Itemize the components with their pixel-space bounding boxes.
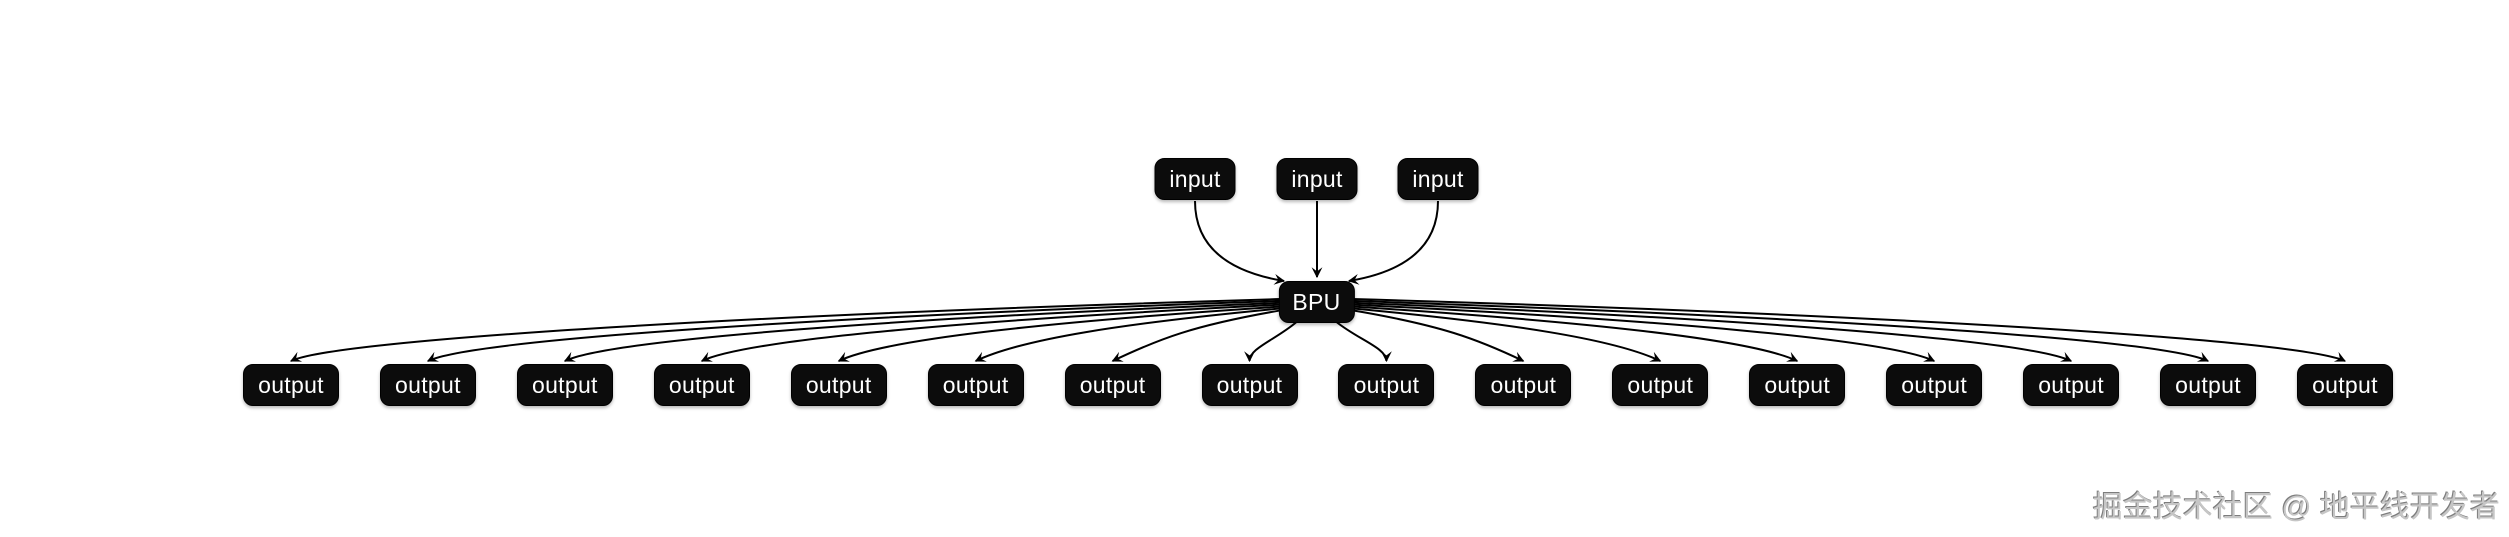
edge-bpu-to-output1 [290,298,1282,362]
edge-bpu-to-output15 [1351,299,2209,362]
output-node-16: output [2296,364,2393,406]
output-node-13: output [1886,364,1983,406]
output-node-10: output [1475,364,1572,406]
output-node-4: output [653,364,750,406]
bpu-node: BPU [1278,281,1355,323]
edge-bpu-to-output5 [837,305,1282,362]
output-node-7: output [1064,364,1161,406]
edge-bpu-to-output4 [700,303,1282,362]
edge-bpu-to-output11 [1351,307,1662,362]
edge-bpu-to-output6 [974,307,1282,362]
output-node-5: output [790,364,887,406]
edge-bpu-to-output3 [563,301,1282,362]
edge-bpu-to-output2 [426,299,1282,362]
output-node-14: output [2023,364,2120,406]
output-node-12: output [1749,364,1846,406]
edge-bpu-to-output8 [1244,321,1298,363]
edge-bpu-to-output14 [1351,301,2073,362]
edge-bpu-to-output10 [1351,309,1525,362]
output-node-2: output [379,364,476,406]
edge-bpu-to-output12 [1351,305,1799,362]
output-node-11: output [1612,364,1709,406]
edge-bpu-to-output9 [1335,321,1392,363]
output-node-6: output [927,364,1024,406]
input-node-1: input [1154,158,1236,200]
input-node-3: input [1397,158,1479,200]
edge-bpu-to-output16 [1351,298,2346,362]
watermark: 掘金技术社区 @ 地平线开发者 [2092,491,2500,524]
edge-input3-to-bpu [1347,200,1439,285]
output-node-8: output [1201,364,1298,406]
output-node-15: output [2160,364,2257,406]
output-node-9: output [1338,364,1435,406]
edge-bpu-to-output7 [1111,309,1282,362]
output-node-3: output [516,364,613,406]
output-node-1: output [243,364,339,406]
edge-input1-to-bpu [1194,200,1286,285]
input-node-2: input [1276,158,1358,200]
edge-bpu-to-output13 [1351,303,1936,362]
